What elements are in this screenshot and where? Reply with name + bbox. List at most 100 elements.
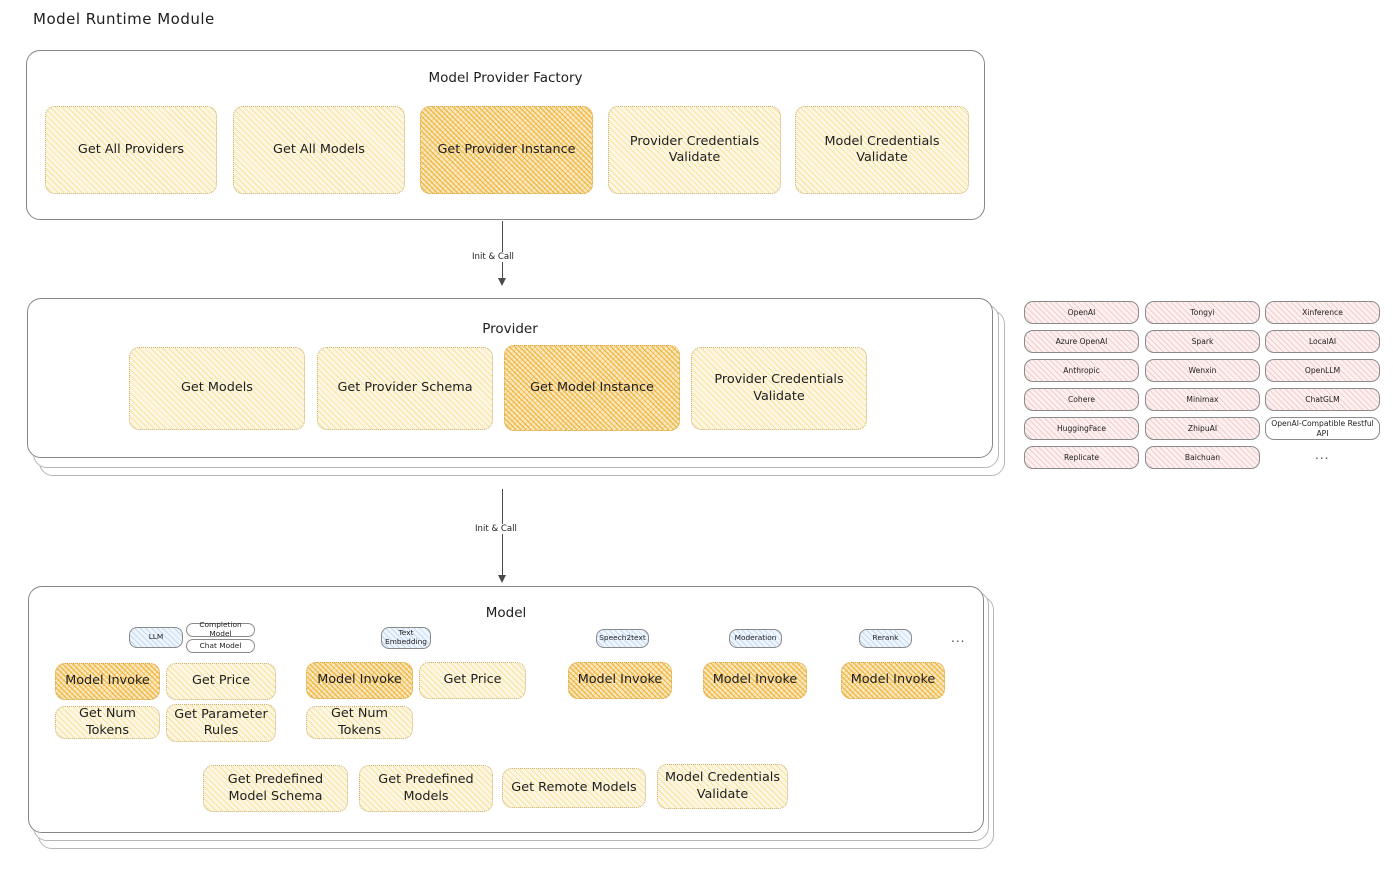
node-provider-credentials-validate[interactable]: Provider Credentials Validate (608, 106, 781, 194)
node-label: Get Price (191, 673, 251, 689)
node-get-remote-models[interactable]: Get Remote Models (502, 768, 646, 808)
arrow-provider-to-model-head (498, 575, 506, 583)
node-get-provider-schema[interactable]: Get Provider Schema (317, 347, 493, 430)
provider-pill-label: Minimax (1186, 394, 1219, 404)
node-label: Get All Models (273, 141, 365, 157)
provider-pill-minimax[interactable]: Minimax (1145, 388, 1260, 411)
provider-pill-wenxin[interactable]: Wenxin (1145, 359, 1260, 382)
provider-pill-label: OpenLLM (1304, 365, 1341, 375)
node-label: Get Num Tokens (330, 706, 389, 738)
node-get-model-instance[interactable]: Get Model Instance (504, 345, 680, 431)
model-groups-more: ... (951, 631, 966, 645)
provider-pill-chatglm[interactable]: ChatGLM (1265, 388, 1380, 411)
node-label: Model Invoke (850, 672, 936, 688)
provider-pill-openai[interactable]: OpenAI (1024, 301, 1139, 324)
node-label: Provider Credentials Validate (714, 372, 844, 404)
provider-list-more: ... (1315, 448, 1330, 462)
arrow-factory-to-provider-head (498, 278, 506, 286)
node-speech2text-model-invoke[interactable]: Model Invoke (568, 662, 672, 699)
provider-pill-label: Anthropic (1063, 365, 1100, 375)
node-get-all-providers[interactable]: Get All Providers (45, 106, 217, 194)
badge-label: Speech2text (599, 633, 646, 643)
provider-pill-localai[interactable]: LocalAI (1265, 330, 1380, 353)
node-get-predefined-models[interactable]: Get Predefined Models (359, 765, 493, 812)
node-text-embedding-model-invoke[interactable]: Model Invoke (306, 662, 413, 699)
provider-pill-anthropic[interactable]: Anthropic (1024, 359, 1139, 382)
badge-label: Rerank (872, 633, 899, 643)
node-llm-get-num-tokens[interactable]: Get Num Tokens (55, 706, 160, 739)
provider-pill-tongyi[interactable]: Tongyi (1145, 301, 1260, 324)
node-get-predefined-model-schema[interactable]: Get Predefined Model Schema (203, 765, 348, 812)
node-label: Get Num Tokens (78, 706, 137, 738)
node-get-all-models[interactable]: Get All Models (233, 106, 405, 194)
provider-pill-openllm[interactable]: OpenLLM (1265, 359, 1380, 382)
provider-pill-cohere[interactable]: Cohere (1024, 388, 1139, 411)
node-model-credentials-validate[interactable]: Model Credentials Validate (795, 106, 969, 194)
provider-list: OpenAI Azure OpenAI Anthropic Cohere Hug… (1024, 298, 1380, 478)
provider-pill-label: Wenxin (1188, 365, 1217, 375)
badge-label: Text Embedding (385, 628, 427, 646)
node-label: Model Credentials Validate (664, 770, 781, 802)
node-rerank-model-invoke[interactable]: Model Invoke (841, 662, 945, 699)
node-label: Get Provider Instance (437, 141, 576, 157)
provider-pill-zhipuai[interactable]: ZhipuAI (1145, 417, 1260, 440)
node-provider-credentials-validate-2[interactable]: Provider Credentials Validate (691, 347, 867, 430)
provider-pill-label: Baichuan (1184, 452, 1221, 462)
node-label: Model Invoke (712, 672, 798, 688)
model-group-badge-text-embedding[interactable]: Text Embedding (381, 627, 431, 649)
node-moderation-model-invoke[interactable]: Model Invoke (703, 662, 807, 699)
provider-pill-label: Spark (1191, 336, 1214, 346)
provider-pill-label: OpenAI-Compatible Restful API (1271, 419, 1374, 438)
node-label: Get Predefined Model Schema (227, 772, 324, 804)
node-label: Get Price (443, 672, 502, 688)
provider-pill-label: LocalAI (1308, 336, 1337, 346)
node-label: Get Models (181, 380, 253, 396)
node-label: Get Provider Schema (337, 380, 473, 396)
node-label: Provider Credentials Validate (629, 133, 760, 165)
model-sub-badge-completion-model[interactable]: Completion Model (186, 620, 255, 638)
model-group-badge-moderation[interactable]: Moderation (729, 629, 782, 648)
provider-pill-openai-compatible-restful-api[interactable]: OpenAI-Compatible Restful API (1265, 417, 1380, 440)
model-provider-factory-title: Model Provider Factory (428, 70, 583, 86)
provider-pill-label: Azure OpenAI (1055, 336, 1108, 346)
node-label: Get Model Instance (530, 379, 654, 395)
provider-pill-baichuan[interactable]: Baichuan (1145, 446, 1260, 469)
node-label: Model Invoke (577, 672, 663, 688)
node-llm-get-price[interactable]: Get Price (166, 663, 276, 700)
model-group-badge-llm[interactable]: LLM (129, 627, 183, 648)
arrow-label-init-call-2: Init & Call (472, 524, 520, 534)
node-label: Model Credentials Validate (824, 133, 940, 165)
provider-pill-huggingface[interactable]: HuggingFace (1024, 417, 1139, 440)
provider-pill-label: Replicate (1063, 452, 1100, 462)
badge-label: LLM (148, 632, 164, 642)
node-text-embedding-get-num-tokens[interactable]: Get Num Tokens (306, 706, 413, 739)
node-label: Get Remote Models (511, 779, 637, 795)
node-get-provider-instance[interactable]: Get Provider Instance (420, 106, 593, 194)
badge-label: Chat Model (199, 640, 242, 650)
node-label: Model Invoke (317, 672, 402, 688)
badge-label: Completion Model (199, 620, 242, 638)
provider-pill-azure-openai[interactable]: Azure OpenAI (1024, 330, 1139, 353)
provider-pill-label: Cohere (1067, 394, 1096, 404)
model-group-badge-speech2text[interactable]: Speech2text (596, 629, 649, 648)
provider-pill-label: Tongyi (1190, 307, 1215, 317)
node-llm-model-invoke[interactable]: Model Invoke (55, 663, 160, 700)
page-title: Model Runtime Module (33, 10, 215, 28)
node-get-models[interactable]: Get Models (129, 347, 305, 430)
provider-pill-replicate[interactable]: Replicate (1024, 446, 1139, 469)
node-text-embedding-get-price[interactable]: Get Price (419, 662, 526, 699)
provider-pill-label: Xinference (1302, 307, 1343, 317)
node-model-credentials-validate-2[interactable]: Model Credentials Validate (657, 764, 788, 809)
model-sub-badge-chat-model[interactable]: Chat Model (186, 639, 255, 653)
node-label: Get Parameter Rules (174, 706, 268, 738)
arrow-label-init-call-1: Init & Call (469, 252, 517, 262)
provider-pill-label: ChatGLM (1305, 394, 1340, 404)
node-label: Model Invoke (65, 673, 150, 689)
provider-pill-xinference[interactable]: Xinference (1265, 301, 1380, 324)
model-title: Model (485, 605, 527, 621)
provider-pill-label: OpenAI (1067, 307, 1096, 317)
provider-pill-spark[interactable]: Spark (1145, 330, 1260, 353)
model-group-badge-rerank[interactable]: Rerank (859, 629, 912, 648)
node-llm-get-parameter-rules[interactable]: Get Parameter Rules (166, 704, 276, 742)
node-label: Get All Providers (77, 141, 185, 157)
